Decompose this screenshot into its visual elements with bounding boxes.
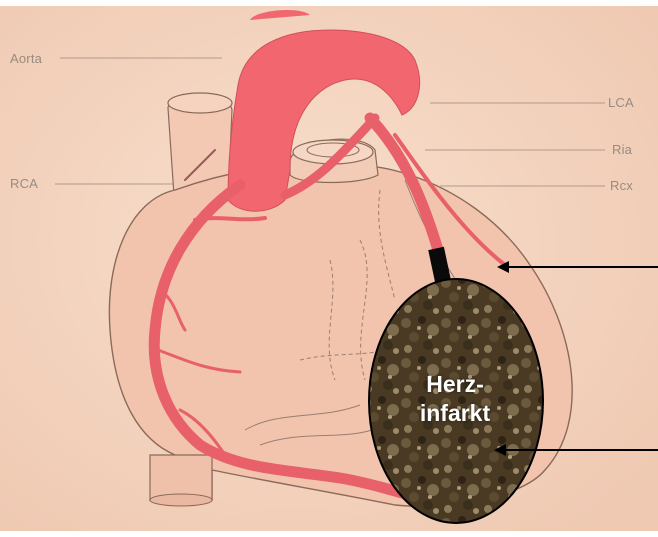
label-aorta: Aorta bbox=[10, 51, 42, 66]
arrow-left-icon bbox=[492, 438, 658, 468]
label-ria: Ria bbox=[612, 142, 632, 157]
label-rca: RCA bbox=[10, 176, 38, 191]
label-rcx: Rcx bbox=[610, 178, 633, 193]
infarct-label-line2: infarkt bbox=[400, 399, 510, 428]
arrow-left-icon bbox=[495, 255, 658, 285]
label-lca: LCA bbox=[608, 95, 634, 110]
infarct-label-line1: Herz- bbox=[400, 370, 510, 399]
infarct-label: Herz- infarkt bbox=[400, 370, 510, 428]
